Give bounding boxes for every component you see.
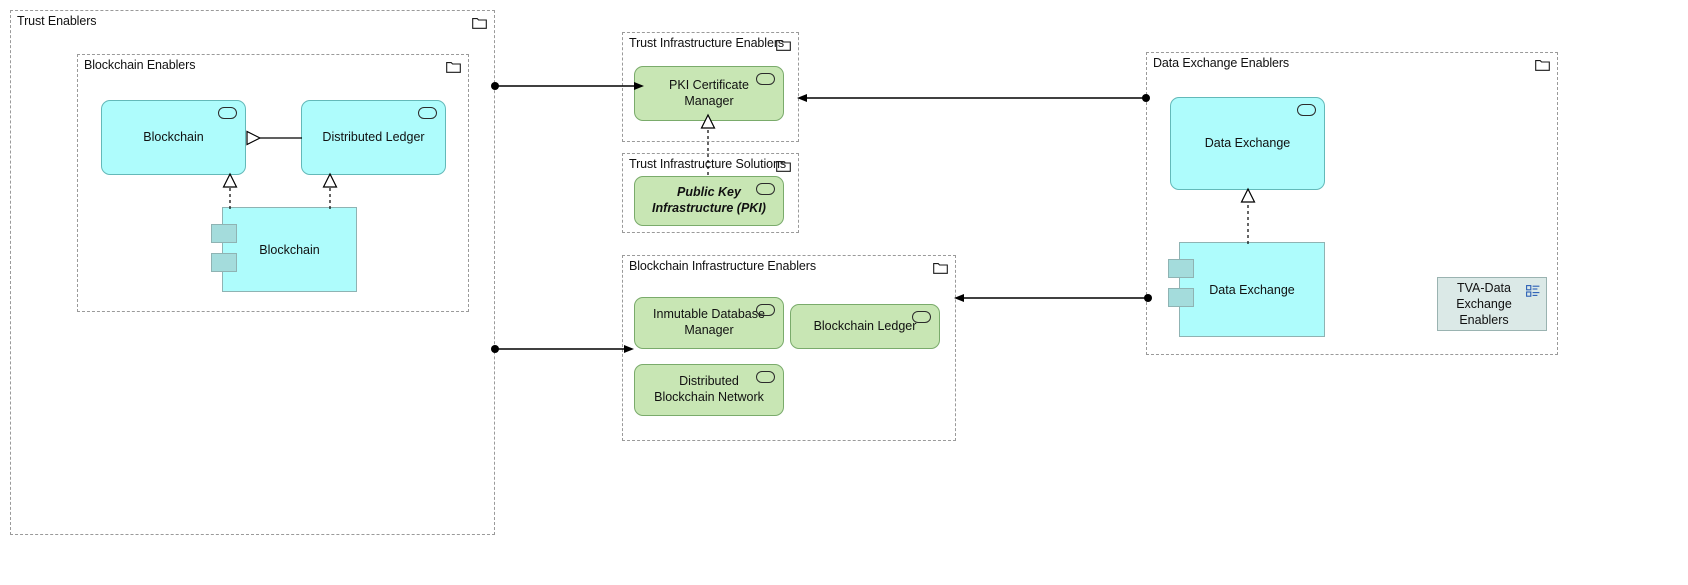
node-distributed-blockchain-network-label: Distributed Blockchain Network xyxy=(654,374,764,404)
connector-data-exchange-enablers-to-blockchain-infrastructure-enablers xyxy=(954,294,1152,302)
node-public-key-infrastructure-label: Public Key Infrastructure (PKI) xyxy=(652,185,766,215)
node-pki-certificate-manager[interactable]: PKI Certificate Manager xyxy=(634,66,784,121)
service-badge-icon xyxy=(756,183,775,195)
service-badge-icon xyxy=(218,107,237,119)
node-tva-data-exchange-enablers-label: TVA-Data Exchange Enablers xyxy=(1456,280,1512,328)
node-blockchain-ledger[interactable]: Blockchain Ledger xyxy=(790,304,940,349)
folder-icon xyxy=(446,62,461,73)
node-blockchain-component-label: Blockchain xyxy=(259,242,320,257)
folder-icon xyxy=(776,161,791,172)
node-distributed-ledger-service-label: Distributed Ledger xyxy=(322,129,425,144)
service-badge-icon xyxy=(756,304,775,316)
node-public-key-infrastructure[interactable]: Public Key Infrastructure (PKI) xyxy=(634,176,784,226)
node-inmutable-database-manager[interactable]: Inmutable Database Manager xyxy=(634,297,784,349)
folder-icon xyxy=(776,40,791,51)
component-tab-icon xyxy=(211,253,237,272)
folder-icon xyxy=(933,263,948,274)
component-tab-icon xyxy=(1168,259,1194,278)
node-data-exchange-component[interactable]: Data Exchange xyxy=(1168,242,1325,337)
node-data-exchange-service-label: Data Exchange xyxy=(1204,135,1291,150)
connector-data-exchange-enablers-to-pki-certificate-manager xyxy=(797,94,1150,102)
service-badge-icon xyxy=(756,73,775,85)
service-badge-icon xyxy=(1297,104,1316,116)
node-blockchain-ledger-label: Blockchain Ledger xyxy=(813,318,917,333)
connector-component-to-distributed-ledger-service xyxy=(322,172,338,209)
group-blockchain-enablers-label: Blockchain Enablers xyxy=(84,58,196,72)
folder-icon xyxy=(472,18,487,29)
view-reference-icon xyxy=(1526,285,1540,297)
component-tab-icon xyxy=(211,224,237,243)
connector-pki-solution-to-pki-certificate-manager xyxy=(700,113,716,175)
service-badge-icon xyxy=(756,371,775,383)
node-blockchain-component[interactable]: Blockchain xyxy=(211,207,357,292)
node-distributed-ledger-service[interactable]: Distributed Ledger xyxy=(301,100,446,175)
service-badge-icon xyxy=(418,107,437,119)
group-trust-infrastructure-solutions-label: Trust Infrastructure Solutions xyxy=(629,157,787,171)
node-data-exchange-service[interactable]: Data Exchange xyxy=(1170,97,1325,190)
node-distributed-blockchain-network[interactable]: Distributed Blockchain Network xyxy=(634,364,784,416)
connector-trust-enablers-to-blockchain-infrastructure-enablers xyxy=(491,345,634,353)
component-tab-icon xyxy=(1168,288,1194,307)
node-tva-data-exchange-enablers[interactable]: TVA-Data Exchange Enablers xyxy=(1437,277,1547,331)
folder-icon xyxy=(1535,60,1550,71)
connector-distributed-ledger-to-blockchain xyxy=(246,130,302,146)
group-blockchain-infrastructure-enablers[interactable]: Blockchain Infrastructure Enablers Inmut… xyxy=(622,255,956,441)
connector-component-to-blockchain-service xyxy=(222,172,238,209)
group-trust-infrastructure-enablers-label: Trust Infrastructure Enablers xyxy=(629,36,785,50)
node-data-exchange-component-label: Data Exchange xyxy=(1209,282,1295,297)
service-badge-icon xyxy=(912,311,931,323)
connector-data-exchange-component-to-service xyxy=(1240,187,1256,244)
group-trust-enablers-label: Trust Enablers xyxy=(17,14,97,28)
group-blockchain-infrastructure-enablers-label: Blockchain Infrastructure Enablers xyxy=(629,259,816,273)
group-trust-enablers[interactable]: Trust Enablers Blockchain Enablers Block… xyxy=(10,10,495,535)
group-data-exchange-enablers-label: Data Exchange Enablers xyxy=(1153,56,1290,70)
group-blockchain-enablers[interactable]: Blockchain Enablers Blockchain Distribut… xyxy=(77,54,469,312)
node-blockchain-service-label: Blockchain xyxy=(143,129,204,144)
node-inmutable-database-manager-label: Inmutable Database Manager xyxy=(653,307,765,337)
group-data-exchange-enablers[interactable]: Data Exchange Enablers Data Exchange Dat… xyxy=(1146,52,1558,355)
connector-trust-enablers-to-pki-certificate-manager xyxy=(491,82,644,90)
node-pki-certificate-manager-label: PKI Certificate Manager xyxy=(669,77,749,108)
node-blockchain-service[interactable]: Blockchain xyxy=(101,100,246,175)
